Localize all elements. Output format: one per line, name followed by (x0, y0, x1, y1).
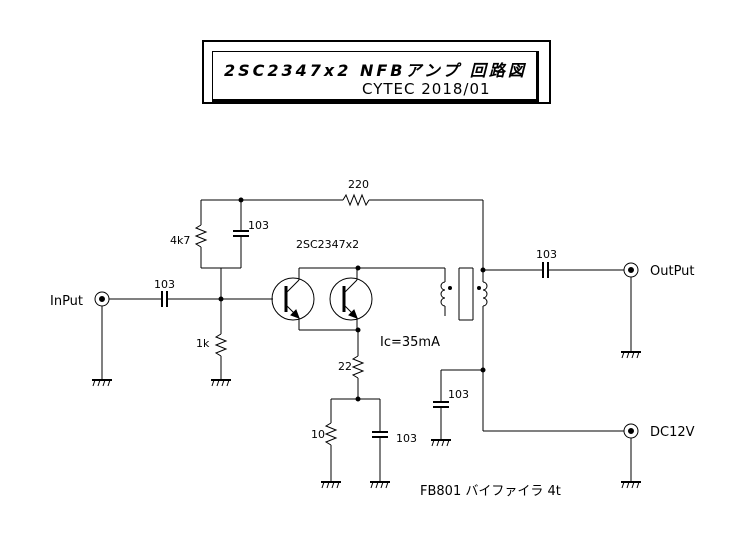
resistor-4k7 (194, 224, 208, 248)
ic-label: Ic=35mA (380, 335, 440, 350)
input-capacitor (161, 291, 168, 307)
ground-symbol (92, 379, 112, 387)
resistor-22-label: 22 (338, 360, 352, 373)
dc-label: DC12V (650, 425, 695, 440)
input-connector (94, 291, 110, 307)
resistor-1k-label: 1k (196, 337, 210, 350)
resistor-22 (351, 355, 365, 379)
resistor-10 (324, 422, 338, 446)
resistor-1k (214, 333, 228, 357)
output-capacitor (542, 262, 549, 278)
title-inner-frame (212, 51, 539, 102)
output-label: OutPut (650, 264, 695, 279)
input-label: InPut (50, 294, 83, 309)
feedback-resistor-label: 220 (348, 178, 369, 191)
ground-symbol (211, 379, 231, 387)
ground-symbol (621, 481, 641, 489)
dc-connector (623, 423, 639, 439)
bias-capacitor-label: 103 (248, 219, 269, 232)
output-connector (623, 262, 639, 278)
feedback-resistor-220 (342, 193, 370, 207)
ground-symbol (370, 481, 390, 489)
resistor-4k7-label: 4k7 (170, 234, 190, 247)
supply-capacitor (433, 401, 449, 408)
input-capacitor-label: 103 (154, 278, 175, 291)
transformer-label: FB801 バイファイラ 4t (420, 484, 561, 499)
emitter-capacitor (372, 431, 388, 438)
transistor-label: 2SC2347x2 (296, 238, 359, 251)
ground-symbol (431, 439, 451, 447)
junction-dot (355, 396, 361, 402)
emitter-capacitor-label: 103 (396, 432, 417, 445)
bifilar-transformer (440, 267, 488, 370)
ground-symbol (621, 351, 641, 359)
diagram-subtitle: CYTEC 2018/01 (362, 80, 491, 98)
title-frame (202, 40, 551, 104)
transistor-q1 (271, 277, 315, 321)
resistor-10-label: 10 (311, 428, 325, 441)
ground-symbol (321, 481, 341, 489)
output-capacitor-label: 103 (536, 248, 557, 261)
transistor-q2 (329, 277, 373, 321)
supply-capacitor-label: 103 (448, 388, 469, 401)
bias-capacitor (233, 230, 249, 237)
diagram-title: 2SC2347x2 NFBアンプ 回路図 (224, 61, 527, 80)
